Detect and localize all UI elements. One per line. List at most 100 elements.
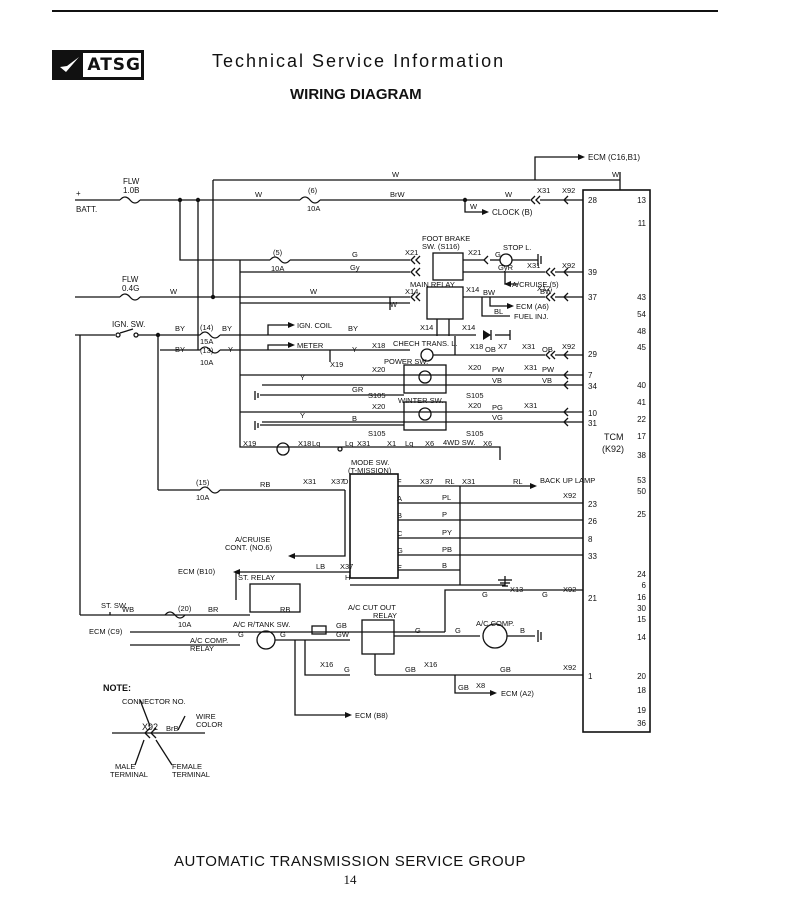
acruise-cont-label: A/CRUISE <box>235 535 270 544</box>
diagram-label: BY <box>222 324 232 333</box>
note-female-terminal: TERMINAL <box>172 770 210 779</box>
diagram-label: 37 <box>588 293 597 302</box>
batt-label: BATT. <box>76 205 97 214</box>
diagram-label: 16 <box>637 593 646 602</box>
diagram-label: 1 <box>588 672 593 681</box>
diagram-label: VG <box>492 413 503 422</box>
diagram-label: W <box>310 287 318 296</box>
diagram-label: W <box>612 170 620 179</box>
diagram-label: X14 <box>420 323 433 332</box>
diagram-label: X18 <box>470 342 483 351</box>
diagram-label: E <box>397 563 402 572</box>
fuse14: (14) <box>200 323 214 332</box>
diagram-label: W <box>505 190 513 199</box>
acruise5-label: A/CRUISE (5) <box>512 280 559 289</box>
diagram-label: X14 <box>462 323 475 332</box>
acruise-cont-sub: CONT. (NO.6) <box>225 543 273 552</box>
diagram-label: X92 <box>562 261 575 270</box>
diagram-label: Y <box>228 345 233 354</box>
diagram-label: W <box>392 170 400 179</box>
diagram-label: RL <box>445 477 455 486</box>
ecm-c16b1: ECM (C16,B1) <box>588 153 640 162</box>
diagram-label: X31 <box>537 186 550 195</box>
diagram-label: 10 <box>588 409 597 418</box>
diagram-label: 28 <box>588 196 597 205</box>
ecm-a2-label: ECM (A2) <box>501 689 534 698</box>
ac-comp-relay-label: A/C COMP. <box>190 636 228 645</box>
mode-sw-label: MODE SW. <box>351 458 389 467</box>
fuse13-amp: 10A <box>200 358 213 367</box>
diagram-label: B <box>520 626 525 635</box>
tcm-label: TCM <box>604 432 624 442</box>
diagram-label: 19 <box>637 706 646 715</box>
fuel-inj-label: FUEL INJ. <box>514 312 548 321</box>
diagram-label: GyR <box>498 263 514 272</box>
ecm-b8-label: ECM (B8) <box>355 711 388 720</box>
diagram-label: G <box>352 250 358 259</box>
diagram-label: G <box>397 546 403 555</box>
st-sw-label: ST. SW. <box>101 601 128 610</box>
note-brb: BrB <box>166 724 179 733</box>
clock-label: CLOCK (B) <box>492 208 533 217</box>
diagram-label: G <box>542 590 548 599</box>
diagram-label: X31 <box>522 342 535 351</box>
note-female: FEMALE <box>172 762 202 771</box>
diagram-label: S105 <box>466 429 484 438</box>
diagram-label: 50 <box>637 487 646 496</box>
fuse15: (15) <box>196 478 210 487</box>
diagram-label: GB <box>458 683 469 692</box>
note-male-terminal: TERMINAL <box>110 770 148 779</box>
diagram-label: H <box>345 573 350 582</box>
4wd-sw-label: 4WD SW. <box>443 438 476 447</box>
diagram-label: W <box>170 287 178 296</box>
diagram-label: Y <box>300 411 305 420</box>
diagram-label: OB <box>542 345 553 354</box>
diagram-label: 53 <box>637 476 646 485</box>
diagram-label: 40 <box>637 381 646 390</box>
flw2-rating: 0.4G <box>122 284 139 293</box>
diagram-label: 29 <box>588 350 597 359</box>
diagram-label: 13 <box>637 196 646 205</box>
fuse15-amp: 10A <box>196 493 209 502</box>
diagram-label: BW <box>483 288 496 297</box>
ign-sw-label: IGN. SW. <box>112 320 145 329</box>
diagram-label: S105 <box>466 391 484 400</box>
diagram-label: X18 <box>298 439 311 448</box>
winter-sw-label: WINTER SW. <box>398 396 443 405</box>
diagram-label: X13 <box>510 585 523 594</box>
diagram-label: BY <box>348 324 358 333</box>
diagram-label: X12 <box>537 284 550 293</box>
diagram-label: OB <box>485 345 496 354</box>
diagram-label: BY <box>175 345 185 354</box>
fuse13: (13) <box>200 346 214 355</box>
note-connector: CONNECTOR NO. <box>122 697 186 706</box>
diagram-label: X31 <box>357 439 370 448</box>
diagram-label: X37 <box>340 562 353 571</box>
check-trans-label: CHECH TRANS. L. <box>393 339 457 348</box>
page-number: 14 <box>343 872 357 887</box>
diagram-label: Gy <box>350 263 360 272</box>
diagram-label: D <box>343 477 349 486</box>
diagram-label: Lg <box>345 439 353 448</box>
diagram-label: X1 <box>387 439 396 448</box>
diagram-label: X31 <box>303 477 316 486</box>
ac-rtank-label: A/C R/TANK SW. <box>233 620 290 629</box>
diagram-label: GB <box>500 665 511 674</box>
diagram-label: B <box>352 414 357 423</box>
diagram-label: 48 <box>637 327 646 336</box>
diagram-label: 17 <box>637 432 646 441</box>
diagram-label: PY <box>442 528 452 537</box>
diagram-label: PL <box>442 493 451 502</box>
diagram-label: VB <box>492 376 502 385</box>
note-label: NOTE: <box>103 683 131 693</box>
diagram-label: BW <box>540 287 553 296</box>
tcm-left-leads <box>563 195 569 427</box>
diagram-label: X20 <box>468 401 481 410</box>
fuse6-amp: 10A <box>307 204 320 213</box>
diagram-label: X92 <box>563 663 576 672</box>
diagram-label: PW <box>542 365 555 374</box>
diagram-label: W <box>470 202 478 211</box>
mode-switch-box <box>349 473 399 579</box>
diagram-label: 24 <box>637 570 646 579</box>
